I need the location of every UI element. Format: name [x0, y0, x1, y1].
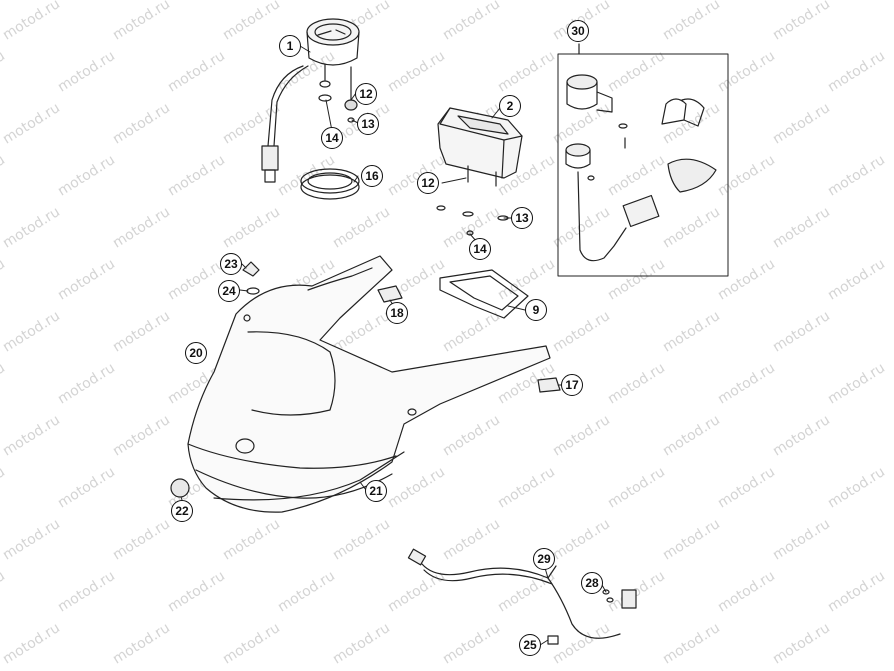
- digital-display-part: [436, 107, 523, 236]
- callout-17: 17: [561, 374, 583, 396]
- callout-20: 20: [185, 342, 207, 364]
- callout-30: 30: [567, 20, 589, 42]
- callout-2: 2: [499, 95, 521, 117]
- wiring-harness-part: [407, 548, 637, 645]
- speedometer-part: [261, 18, 360, 183]
- ignition-lock-assembly: [557, 43, 729, 277]
- callout-29: 29: [533, 548, 555, 570]
- callout-23: 23: [220, 253, 242, 275]
- callout-22: 22: [171, 500, 193, 522]
- callout-13-display: 13: [511, 207, 533, 229]
- ring-part: [300, 168, 360, 200]
- callout-14-speedometer: 14: [321, 127, 343, 149]
- headlight-mask-part: [187, 255, 551, 513]
- callout-18: 18: [386, 302, 408, 324]
- callout-1: 1: [279, 35, 301, 57]
- callout-12-speedometer: 12: [355, 83, 377, 105]
- callout-16: 16: [361, 165, 383, 187]
- callout-9: 9: [525, 299, 547, 321]
- callout-14-display: 14: [469, 238, 491, 260]
- callout-12-display: 12: [417, 172, 439, 194]
- display-bracket-part: [439, 269, 529, 319]
- callout-25: 25: [519, 634, 541, 656]
- callout-13-speedometer: 13: [357, 113, 379, 135]
- callout-21: 21: [365, 480, 387, 502]
- small-parts: [170, 261, 561, 501]
- callout-24: 24: [218, 280, 240, 302]
- callout-28: 28: [581, 572, 603, 594]
